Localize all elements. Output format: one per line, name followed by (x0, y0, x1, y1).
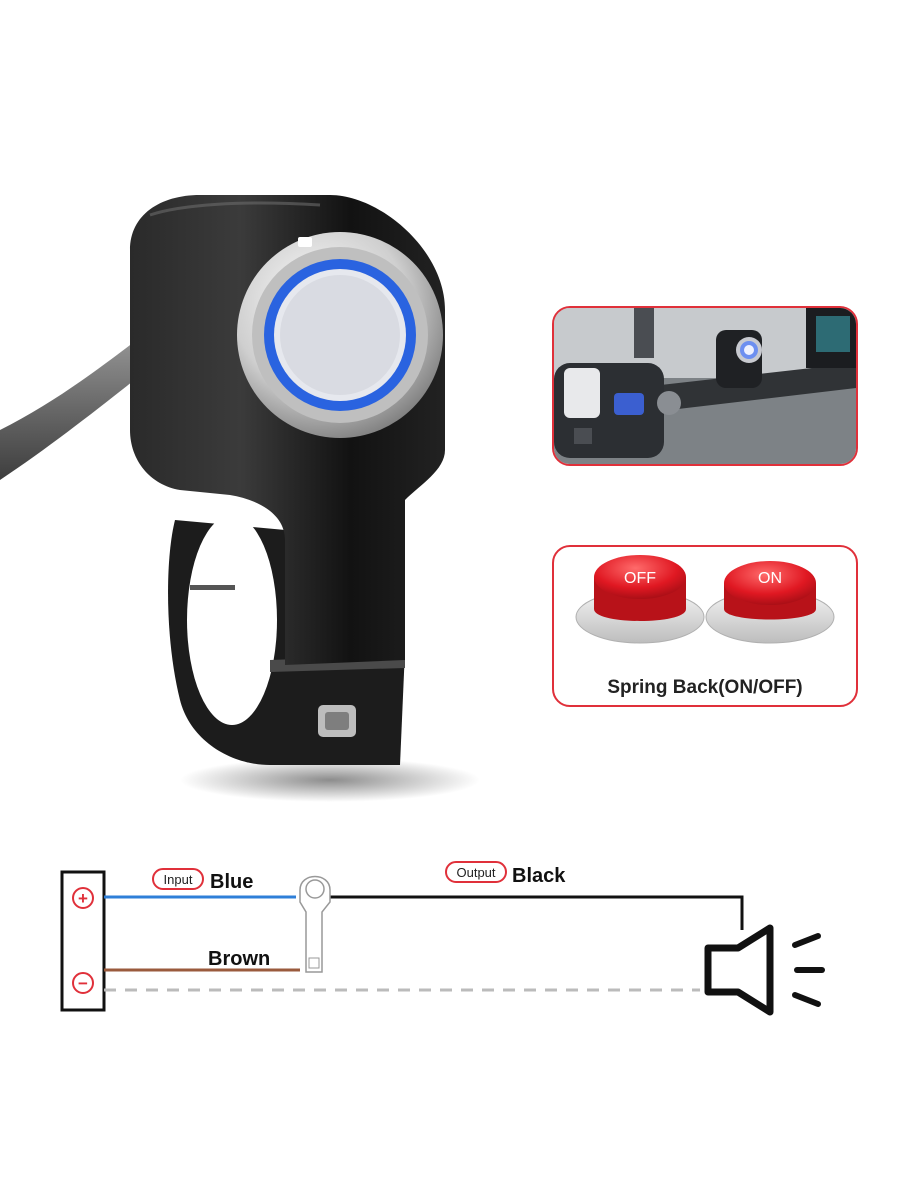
output-wire-label: Black (512, 865, 566, 887)
positive-symbol: + (78, 889, 88, 908)
horn-speaker-icon (704, 924, 825, 1016)
on-button-illustration (705, 561, 835, 644)
negative-symbol: − (78, 974, 88, 993)
wiring-diagram: + − Input Blue Output Black Brown (60, 861, 825, 1016)
negative-terminal-icon (72, 972, 94, 994)
input-tag: Input (164, 872, 193, 887)
motorcycle-handlebar-photo (554, 308, 856, 464)
output-tag-badge (445, 861, 507, 883)
battery-box (60, 870, 106, 1012)
output-tag: Output (456, 865, 495, 880)
input-tag-badge (152, 868, 204, 890)
on-label: ON (758, 570, 782, 587)
inset-installed-photo (552, 306, 858, 466)
switch-product-illustration (0, 195, 480, 802)
off-label: OFF (624, 570, 656, 587)
push-button-led (237, 232, 443, 438)
switch-icon (299, 875, 331, 973)
input-wire-label: Blue (210, 871, 253, 893)
positive-terminal-icon (72, 887, 94, 909)
ground-wire-label: Brown (208, 948, 270, 970)
switch-cable (0, 330, 160, 480)
black-wire (330, 895, 744, 930)
red-buttons-illustration: OFF ON Spring Back(ON/OFF) (575, 555, 835, 698)
drop-shadow (180, 758, 480, 802)
inset-spring-back: OFF ON Spring Back(ON/OFF) (552, 545, 858, 707)
spring-back-caption: Spring Back(ON/OFF) (607, 677, 802, 698)
off-button-illustration (575, 555, 705, 644)
